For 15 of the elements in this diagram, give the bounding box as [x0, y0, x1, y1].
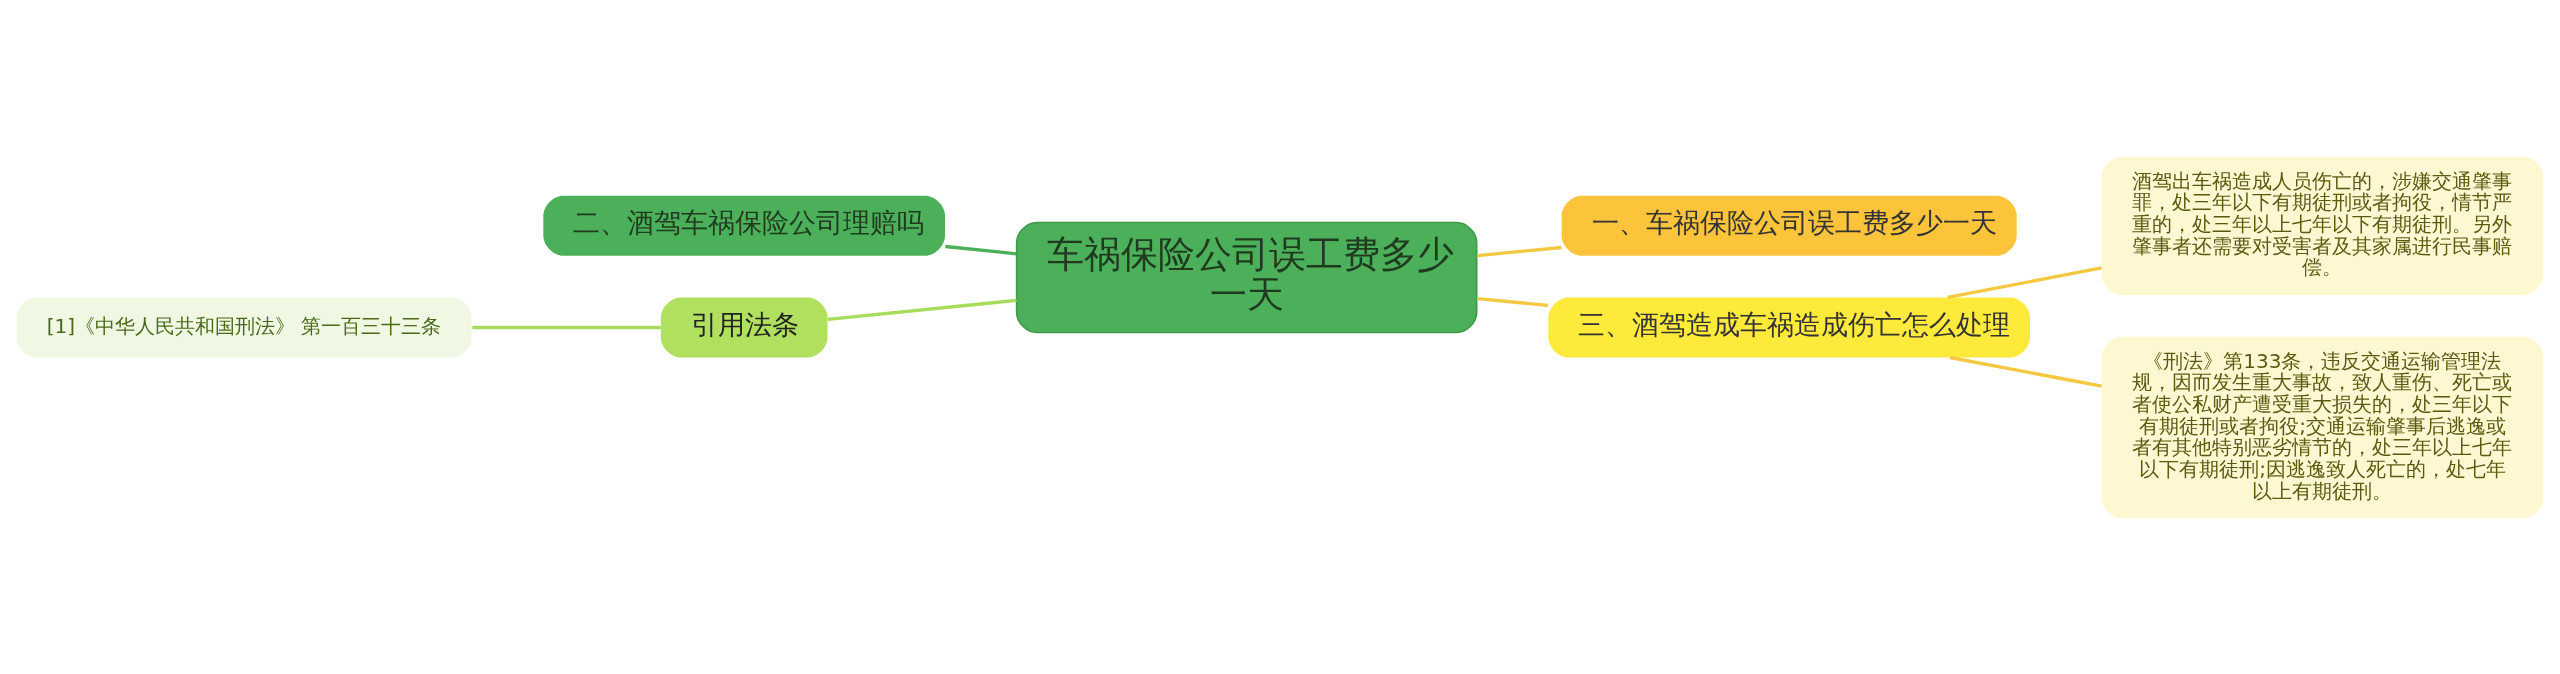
connector: [1476, 296, 1549, 307]
node-box: 三、酒驾造成车祸造成伤亡怎么处理: [1548, 297, 2030, 357]
node-box: 酒驾出车祸造成人员伤亡的，涉嫌交通肇事罪，处三年以下有期徒刑或者拘役，情节严重的，处三年以上七年以下有期徒刑。另外肇事者还需要对受害者及其家属进行民事赔偿。: [2101, 156, 2544, 295]
node-box: 车祸保险公司误工费多少一天: [1015, 221, 1478, 333]
connector: [1476, 245, 1562, 257]
node-box: 二、酒驾车祸保险公司理赔吗: [543, 195, 945, 256]
connector: [827, 298, 1017, 321]
connector: [1949, 355, 2102, 388]
connector: [1947, 265, 2102, 299]
node-box: 《刑法》第133条，违反交通运输管理法规，因而发生重大事故，致人重伤、死亡或者使公私财产遭受重大损失的，处三年以下有期徒刑或者拘役;交通运输肇事后逃逸或者有其他特别恶劣情节的，处三年以上七年以下有期徒刑;因逃逸致人死亡的，处七年以上有期徒刑。: [2101, 336, 2544, 518]
node-box: [1]《中华人民共和国刑法》 第一百三十三条: [16, 297, 472, 357]
node-box: 引用法条: [660, 297, 828, 357]
node-box: 一、车祸保险公司误工费多少一天: [1561, 195, 2017, 256]
connector: [945, 244, 1017, 255]
connector: [472, 325, 661, 329]
